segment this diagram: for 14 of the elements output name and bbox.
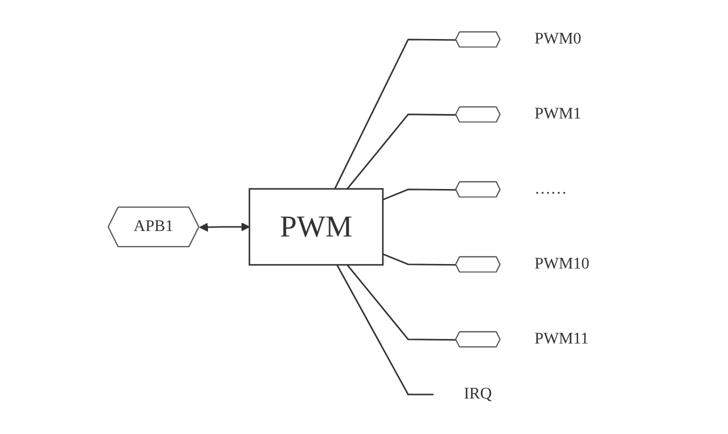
connector [382, 188, 456, 200]
node-box: PWM [248, 188, 384, 266]
node-label: PWM11 [534, 330, 589, 348]
node-text: IRQ [464, 385, 492, 403]
node-label: PWM0 [534, 30, 582, 48]
node-label: PWM10 [534, 255, 590, 272]
node-label: PWM1 [534, 105, 582, 123]
connector [336, 264, 434, 396]
node-label: …… [534, 180, 567, 198]
connector [334, 38, 456, 190]
connector [346, 114, 456, 190]
connector [382, 253, 456, 266]
connector [346, 264, 456, 341]
arrow [199, 222, 250, 232]
